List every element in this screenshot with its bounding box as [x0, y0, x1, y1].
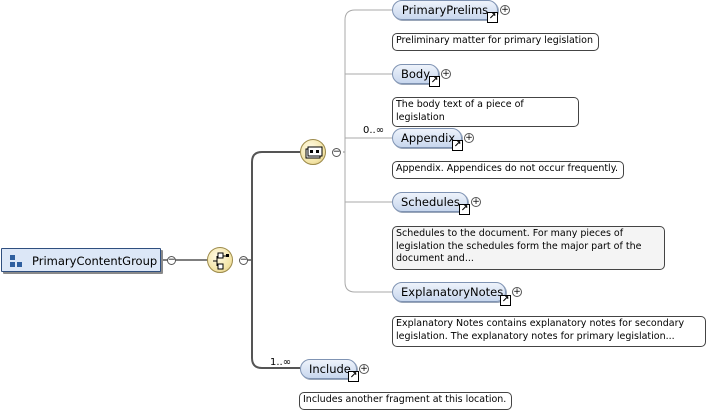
reference-arrow-icon: ↗ [452, 140, 463, 151]
expand-icon[interactable]: + [471, 197, 481, 207]
reference-arrow-icon: ↗ [487, 12, 498, 23]
element-appendix[interactable]: Appendix [392, 128, 462, 148]
choice-collapse-toggle[interactable]: − [332, 147, 341, 157]
include-cardinality: 1..∞ [270, 357, 292, 368]
choice-compositor[interactable] [300, 139, 326, 165]
expand-icon[interactable]: + [359, 364, 369, 374]
element-schedules[interactable]: Schedules [392, 192, 468, 212]
primary-content-group-box[interactable]: PrimaryContentGroup [1, 248, 161, 272]
doc-include: Includes another fragment at this locati… [299, 392, 512, 410]
group-icon [10, 255, 22, 267]
reference-arrow-icon: ↗ [500, 295, 511, 306]
group-collapse-toggle[interactable]: − [167, 255, 176, 265]
doc-schedules: Schedules to the document. For many piec… [392, 226, 665, 270]
expand-icon[interactable]: + [441, 69, 451, 79]
element-body[interactable]: Body [392, 64, 439, 84]
sequence-compositor-icon [213, 252, 229, 270]
expand-icon[interactable]: + [500, 5, 510, 15]
doc-body: The body text of a piece of legislation [392, 97, 579, 127]
element-primary-prelims[interactable]: PrimaryPrelims [392, 0, 498, 20]
group-label: PrimaryContentGroup [32, 254, 158, 268]
reference-arrow-icon: ↗ [459, 204, 470, 215]
choice-compositor-icon [305, 146, 323, 159]
reference-arrow-icon: ↗ [429, 76, 440, 87]
expand-icon[interactable]: + [464, 133, 474, 143]
sequence-compositor[interactable] [207, 247, 233, 273]
expand-icon[interactable]: + [512, 287, 522, 297]
doc-explanatory-notes: Explanatory Notes contains explanatory n… [392, 316, 706, 347]
doc-primary-prelims: Preliminary matter for primary legislati… [392, 33, 599, 51]
reference-arrow-icon: ↗ [348, 371, 359, 382]
choice-cardinality: 0..∞ [363, 125, 385, 136]
doc-appendix: Appendix. Appendices do not occur freque… [392, 161, 624, 179]
element-include[interactable]: Include [300, 359, 357, 379]
sequence-collapse-toggle[interactable]: − [239, 255, 248, 265]
element-explanatory-notes[interactable]: ExplanatoryNotes [392, 282, 506, 302]
